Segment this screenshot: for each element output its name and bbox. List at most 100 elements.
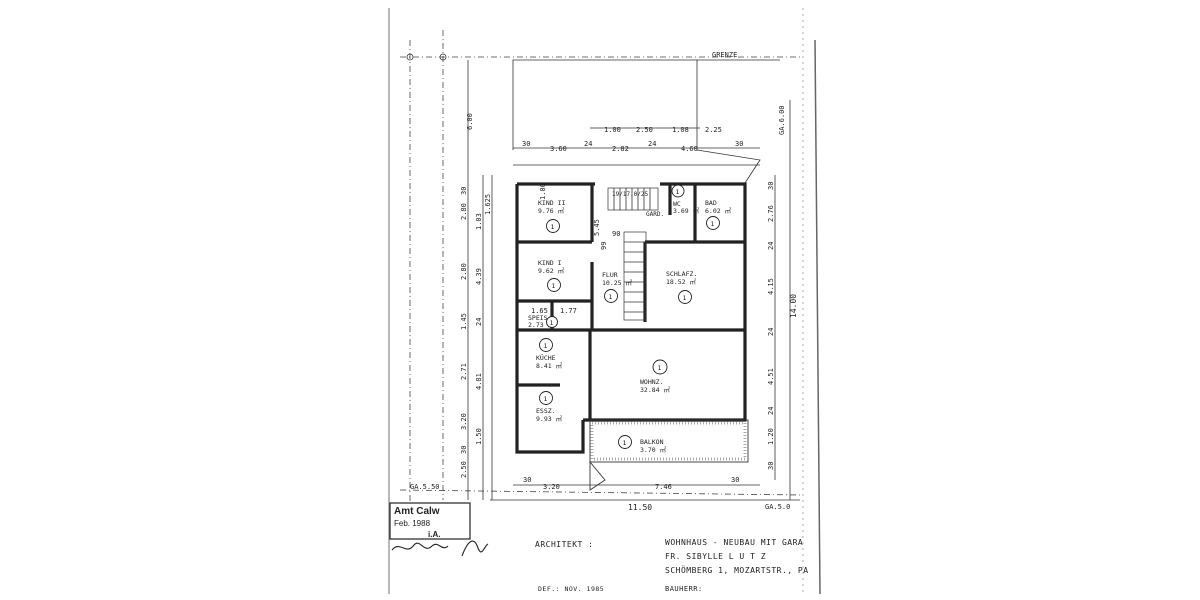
dim-left-3: 1.03 xyxy=(475,213,483,230)
stairs-label: 19/17.0/25 xyxy=(612,191,649,198)
room-kueche: 1 KÜCHE 8.41 ㎡ xyxy=(536,338,563,370)
dim-left-12: 1.50 xyxy=(475,428,483,445)
stamp-line3: i.A. xyxy=(428,530,440,539)
dim-depth-left: 6.00 xyxy=(466,113,474,130)
room-area: 9.93 ㎡ xyxy=(536,414,563,423)
room-name: WOHNZ. xyxy=(640,378,663,386)
dim-left-col2-2: 4.81 xyxy=(475,373,483,390)
room-marker: 1 xyxy=(676,188,680,196)
dim-left-5: 2.80 xyxy=(460,263,468,280)
staircase xyxy=(607,187,659,321)
grenze-label: GRENZE xyxy=(712,51,737,59)
room-marker: 1 xyxy=(544,395,548,403)
dim-top-2: 2.50 xyxy=(636,126,653,134)
room-bad: BAD 6.02 ㎡ 1 xyxy=(705,199,732,230)
dim-top-1: 1.00 xyxy=(604,126,621,134)
dim-right-5: 24 xyxy=(767,328,775,336)
dim-top-4: 2.25 xyxy=(705,126,722,134)
boundary-outline xyxy=(512,59,698,150)
dim-inner-1: 1.65 xyxy=(531,307,548,315)
room-name: ESSZ. xyxy=(536,407,556,415)
dim-inner-2: 1.77 xyxy=(560,307,577,315)
room-marker: 1 xyxy=(711,220,715,228)
dim-left-4: 1.625 xyxy=(484,194,492,215)
tb-address: SCHÖMBERG 1, MOZARTSTR., PA xyxy=(665,565,809,575)
room-area: 9.62 ㎡ xyxy=(538,266,565,275)
dim-left-col2-1: 4.39 xyxy=(475,268,483,285)
dim-left-2: 2.80 xyxy=(460,203,468,220)
dim-inner-4: 1.00 xyxy=(539,183,547,200)
bevel-outline xyxy=(696,149,761,184)
ga-right-label: GA.5.0 xyxy=(765,503,790,511)
dim-total-depth: 14.00 xyxy=(789,294,798,318)
room-marker: 1 xyxy=(544,342,548,350)
dim-right-9: 30 xyxy=(767,462,775,470)
dim-bottom-4: 30 xyxy=(731,476,739,484)
room-area: 10.25 ㎡ xyxy=(602,278,632,287)
dim-top-3: 1.08 xyxy=(672,126,689,134)
dim-left-10: 3.20 xyxy=(460,413,468,430)
tb-owner: FR. SIBYLLE L U T Z xyxy=(665,552,766,561)
room-name: SCHLAFZ. xyxy=(666,270,697,278)
room-wc: 1 WC 3.69 ㎡ xyxy=(671,184,700,215)
dim-bottom-3: 7.46 xyxy=(655,483,672,491)
dim-top-r2-6: 4.60 xyxy=(681,145,698,153)
balcony xyxy=(589,419,749,491)
dim-bottom-2: 3.20 xyxy=(543,483,560,491)
room-name: BALKON xyxy=(640,438,664,446)
left-dim-lines xyxy=(467,60,493,500)
room-name: FLUR xyxy=(602,271,618,279)
room-name: KÜCHE xyxy=(536,353,556,362)
dim-top-r2-5: 24 xyxy=(648,140,656,148)
room-marker: 1 xyxy=(550,319,554,327)
dim-right-8: 1.20 xyxy=(767,428,775,445)
title-block: ARCHITEKT : WOHNHAUS - NEUBAU MIT GARA F… xyxy=(535,538,809,593)
room-kind1: KIND I 9.62 ㎡ 1 xyxy=(538,259,565,292)
dim-right-3: 24 xyxy=(767,242,775,250)
tb-project: WOHNHAUS - NEUBAU MIT GARA xyxy=(665,538,803,547)
tb-date: DEF.: NOV. 1985 xyxy=(538,585,604,593)
dim-top-r2-7: 30 xyxy=(735,140,743,148)
dim-right-6: 4.51 xyxy=(767,368,775,385)
dim-left-8: 2.71 xyxy=(460,363,468,380)
dim-right-1: 30 xyxy=(767,182,775,190)
approval-stamp: Amt Calw Feb. 1988 i.A. xyxy=(389,502,489,557)
room-name: WC xyxy=(673,200,681,208)
dim-left-1: 30 xyxy=(460,187,468,195)
dim-left-7: 24 xyxy=(475,318,483,326)
dim-top-r2-4: 2.82 xyxy=(612,145,629,153)
signature xyxy=(391,540,489,557)
room-area: 6.02 ㎡ xyxy=(705,206,732,215)
room-marker: 1 xyxy=(683,294,687,302)
dim-left-6: 1.45 xyxy=(460,313,468,330)
room-flur: FLUR 10.25 ㎡ 1 xyxy=(602,271,632,303)
dimension-texts: 1.00 2.50 1.08 2.25 30 3.60 24 2.82 24 4… xyxy=(410,105,798,512)
stamp-line2: Feb. 1988 xyxy=(394,519,431,528)
dim-total-width: 11.50 xyxy=(628,503,652,512)
dim-inner-5: 99 xyxy=(600,242,608,250)
room-area: 2.73 ㎡ xyxy=(528,320,555,329)
room-area: 3.69 ㎡ xyxy=(673,206,700,215)
room-area: 3.70 ㎡ xyxy=(640,445,667,454)
room-marker: 1 xyxy=(609,293,613,301)
dim-top-r2-1: 30 xyxy=(522,140,530,148)
sheet-edge-right xyxy=(814,39,821,595)
dim-inner-3: 90 xyxy=(612,230,620,238)
room-kind2: KIND II 9.76 ㎡ 1 xyxy=(538,199,565,233)
tb-bauherr: BAUHERR: xyxy=(665,585,703,593)
room-area: 8.41 ㎡ xyxy=(536,361,563,370)
room-speis: SPEIS 2.73 ㎡ 1 xyxy=(528,314,558,329)
room-area: 9.76 ㎡ xyxy=(538,206,565,215)
room-name: SPEIS xyxy=(528,314,548,322)
tb-architekt: ARCHITEKT : xyxy=(535,540,593,549)
paper-sheet xyxy=(388,8,820,594)
dim-inner-6: 5.45 xyxy=(593,219,601,236)
dim-right-7: 24 xyxy=(767,407,775,415)
axis-markers xyxy=(406,53,447,61)
dim-top-r2-2: 3.60 xyxy=(550,145,567,153)
room-essz: 1 ESSZ. 9.93 ㎡ xyxy=(536,391,563,423)
room-schlafz: SCHLAFZ. 18.52 ㎡ 1 xyxy=(666,270,697,304)
bottom-dim-lines xyxy=(490,484,800,501)
dim-top-r2-3: 24 xyxy=(584,140,592,148)
